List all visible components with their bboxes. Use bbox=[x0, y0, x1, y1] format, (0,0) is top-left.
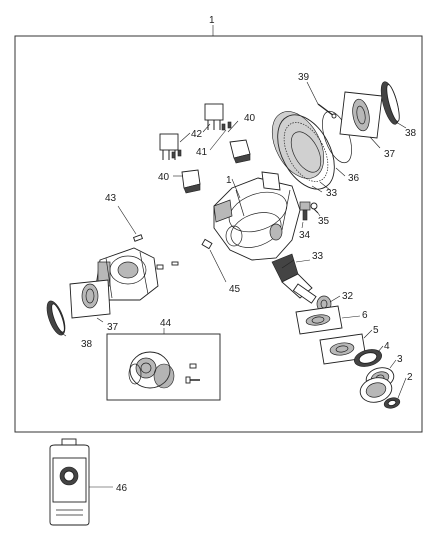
callout-1-mid: 1 bbox=[226, 175, 232, 186]
callout-37-right-leader bbox=[369, 136, 381, 149]
callout-5-leader bbox=[363, 329, 373, 339]
callout-5: 5 bbox=[373, 325, 379, 336]
pin-44 bbox=[185, 376, 200, 384]
callout-33-upper: 33 bbox=[326, 188, 338, 199]
callout-33-lower: 33 bbox=[312, 251, 324, 262]
callout-32-leader bbox=[329, 295, 341, 303]
bolt-35 bbox=[310, 202, 319, 214]
callout-44-box bbox=[106, 333, 221, 401]
callout-43: 43 bbox=[105, 193, 117, 204]
differential-gears-44 bbox=[128, 351, 175, 389]
callout-38-right-leader bbox=[395, 121, 407, 129]
callout-41: 41 bbox=[196, 147, 208, 158]
callout-37-left: 37 bbox=[107, 322, 119, 333]
pinion-gear-33 bbox=[271, 253, 317, 304]
ring-gear-36 bbox=[277, 114, 335, 190]
differential-housing-1 bbox=[213, 171, 301, 261]
pin-45 bbox=[201, 238, 213, 250]
callout-40-upper-leader bbox=[227, 120, 239, 133]
nut-2 bbox=[383, 397, 401, 409]
callout-42-leader-b bbox=[202, 123, 211, 133]
sensor-block-40-lower bbox=[181, 169, 201, 194]
callout-45: 45 bbox=[229, 284, 241, 295]
bearing-box-6 bbox=[295, 305, 343, 335]
callout-4-leader bbox=[377, 345, 384, 353]
callout-3: 3 bbox=[397, 354, 403, 365]
bolt-39 bbox=[317, 103, 337, 119]
callout-4: 4 bbox=[384, 341, 390, 352]
callout-36-leader bbox=[319, 181, 331, 191]
callout-34: 34 bbox=[299, 230, 311, 241]
small-block-44 bbox=[189, 363, 197, 369]
sensor-block-40-upper bbox=[229, 139, 251, 164]
callout-33-upper-leader bbox=[311, 185, 323, 193]
callout-38-right: 38 bbox=[405, 128, 417, 139]
callout-39-leader bbox=[306, 81, 319, 105]
callout-1-mid-leader bbox=[231, 178, 241, 199]
callout-44: 44 bbox=[160, 318, 172, 329]
bearing-cup-38-right bbox=[380, 81, 400, 125]
callout-36-line bbox=[335, 167, 346, 177]
differential-case bbox=[95, 247, 159, 301]
bearing-box-37-right bbox=[339, 91, 383, 139]
pin-43 bbox=[132, 234, 144, 242]
connector-42 bbox=[159, 103, 224, 160]
callout-38-left-leader bbox=[59, 331, 67, 337]
small-pin-left bbox=[156, 261, 179, 270]
flange-yoke-3 bbox=[359, 377, 393, 403]
callout-36: 36 bbox=[348, 173, 360, 184]
assembly-frame bbox=[14, 35, 423, 433]
callout-35-leader bbox=[317, 212, 321, 217]
callout-6-leader bbox=[341, 315, 361, 319]
bearing-cup-38-left bbox=[46, 300, 66, 336]
callout-40-lower: 40 bbox=[158, 172, 170, 183]
callout-39: 39 bbox=[298, 72, 310, 83]
callout-37-right: 37 bbox=[384, 149, 396, 160]
callout-46: 46 bbox=[116, 483, 128, 494]
callout-3-leader bbox=[389, 359, 397, 369]
callout-42: 42 bbox=[191, 129, 203, 140]
callout-6: 6 bbox=[362, 310, 368, 321]
cup-4 bbox=[354, 349, 382, 367]
callout-2-leader bbox=[397, 377, 407, 399]
bracket-34 bbox=[299, 201, 311, 221]
pins-41 bbox=[171, 121, 232, 159]
callout-42-leader-a bbox=[179, 132, 191, 143]
callout-32: 32 bbox=[342, 291, 354, 302]
callout-33-lower-leader bbox=[295, 259, 311, 263]
callout-35: 35 bbox=[318, 216, 330, 227]
bearing-box-37-left bbox=[69, 279, 111, 319]
callout-37-left-leader bbox=[96, 317, 104, 323]
callout-41-leader bbox=[209, 129, 227, 151]
fluid-bottle-46 bbox=[49, 438, 90, 526]
callout-2: 2 bbox=[407, 372, 413, 383]
callout-45-leader bbox=[209, 249, 227, 283]
callout-1-top: 1 bbox=[209, 15, 215, 26]
callout-40-upper: 40 bbox=[244, 113, 256, 124]
callout-43-leader bbox=[117, 205, 137, 235]
callout-38-left: 38 bbox=[81, 339, 93, 350]
callout-34-leader bbox=[301, 221, 304, 229]
ring-gear-teeth-36 bbox=[271, 111, 325, 179]
